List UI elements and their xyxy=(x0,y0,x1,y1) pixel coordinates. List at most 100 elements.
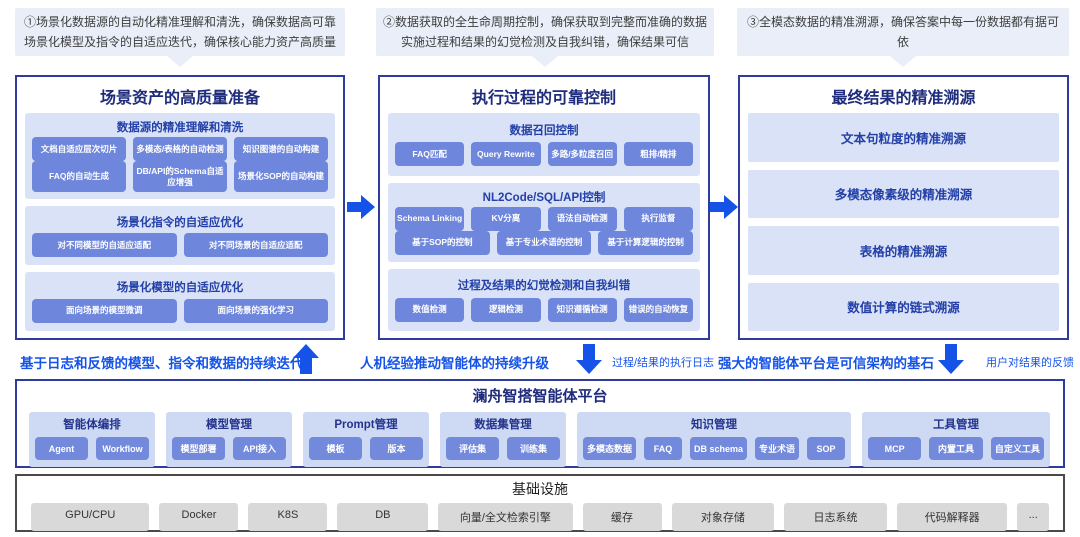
infra-chip: 日志系统 xyxy=(784,503,887,531)
capability-chip: 基于专业术语的控制 xyxy=(496,230,592,255)
infra-chip: 对象存储 xyxy=(671,503,775,531)
infra-chip: 缓存 xyxy=(582,503,662,531)
platform-chip: SOP xyxy=(807,437,845,460)
infra-chip: ... xyxy=(1017,503,1050,531)
platform-chip: 内置工具 xyxy=(929,437,983,460)
chevron-down-icon xyxy=(890,56,916,67)
column-title: 最终结果的精准溯源 xyxy=(831,90,976,107)
section-title: 过程及结果的幻觉检测和自我纠错 xyxy=(457,280,631,292)
section-title: 数据源的精准理解和清洗 xyxy=(116,122,244,134)
capability-chip: 错误的自动恢复 xyxy=(623,297,693,322)
capability-chip: 逻辑检测 xyxy=(471,297,541,322)
infra-chip: 代码解释器 xyxy=(896,503,1008,531)
annotation-1-line1: ①场景化数据源的自动化精准理解和清洗，确保数据高可靠 xyxy=(23,14,336,29)
capability-chip: 语法自动检测 xyxy=(547,206,617,231)
platform-chip: 模型部署 xyxy=(172,437,225,460)
platform-chip: FAQ xyxy=(644,437,682,460)
capability-chip: 执行监督 xyxy=(623,206,693,231)
platform-chip: 版本 xyxy=(370,437,423,460)
trace-item: 多模态像素级的精准溯源 xyxy=(748,169,1059,218)
platform-title: 澜舟智搭智能体平台 xyxy=(472,388,608,405)
capability-chip: 对不同模型的自适应适配 xyxy=(32,232,177,257)
group-title: 工具管理 xyxy=(933,419,979,431)
platform-chip: 评估集 xyxy=(446,437,499,460)
column-scene-assets: 场景资产的高质量准备 数据源的精准理解和清洗 文档自适应层次切片 多模态/表格的… xyxy=(15,75,345,340)
annotation-2-line2: 实施过程和结果的幻觉检测及自我纠错，确保结果可信 xyxy=(400,35,689,49)
section-title: 数据召回控制 xyxy=(509,124,579,137)
group-agent-orchestration: 智能体编排 Agent Workflow xyxy=(29,412,155,467)
arrow-down-icon xyxy=(576,344,602,374)
group-model-management: 模型管理 模型部署 API接入 xyxy=(166,412,292,467)
arrow-up-icon xyxy=(293,344,319,374)
section-recall-control: 数据召回控制 FAQ匹配 Query Rewrite 多路/多粒度召回 粗排/精… xyxy=(388,113,700,176)
infra-chip: K8S xyxy=(248,503,328,531)
section-hallucination-check: 过程及结果的幻觉检测和自我纠错 数值检测 逻辑检测 知识遵循检测 错误的自动恢复 xyxy=(388,268,700,331)
column-title: 场景资产的高质量准备 xyxy=(99,90,260,107)
section-model-optimization: 场景化模型的自适应优化 面向场景的模型微调 面向场景的强化学习 xyxy=(25,272,335,331)
capability-chip: DB/API的Schema自适应增强 xyxy=(133,161,227,193)
platform-chip: API接入 xyxy=(233,437,286,460)
annotation-2-line1: ②数据获取的全生命周期控制，确保获取到完整而准确的数据 xyxy=(382,14,707,29)
group-tool-management: 工具管理 MCP 内置工具 自定义工具 xyxy=(862,412,1050,467)
execution-log-label: 过程/结果的执行日志 xyxy=(612,357,715,369)
capability-chip: 面向场景的模型微调 xyxy=(32,298,177,323)
capability-chip: 知识遵循检测 xyxy=(547,297,617,322)
capability-chip: FAQ的自动生成 xyxy=(32,161,126,193)
feedback-left-text: 基于日志和反馈的模型、指令和数据的持续迭代 xyxy=(20,356,304,371)
platform-chip: 模板 xyxy=(309,437,362,460)
chevron-down-icon xyxy=(532,56,558,67)
column-execution-control: 执行过程的可靠控制 数据召回控制 FAQ匹配 Query Rewrite 多路/… xyxy=(378,75,710,340)
section-title: 场景化指令的自适应优化 xyxy=(116,216,244,229)
platform-chip: 专业术语 xyxy=(755,437,800,460)
annotation-3: ③全模态数据的精准溯源，确保答案中每一份数据都有据可依 xyxy=(737,8,1069,56)
capability-chip: 基于计算逻辑的控制 xyxy=(598,230,694,255)
section-title: 场景化模型的自适应优化 xyxy=(116,282,244,295)
group-title: 数据集管理 xyxy=(474,419,532,431)
capability-chip: 文档自适应层次切片 xyxy=(32,137,126,161)
infra-chip: 向量/全文检索引擎 xyxy=(438,503,573,531)
annotation-1-line2: 场景化模型及指令的自适应迭代，确保核心能力资产高质量 xyxy=(23,35,336,49)
capability-chip: 对不同场景的自适应适配 xyxy=(183,232,328,257)
trace-item: 数值计算的链式溯源 xyxy=(748,282,1059,331)
platform-chip: Workflow xyxy=(96,437,149,460)
platform-chip: 多模态数据 xyxy=(583,437,637,460)
group-dataset-management: 数据集管理 评估集 训练集 xyxy=(440,412,566,467)
capability-chip: 面向场景的强化学习 xyxy=(183,298,328,323)
platform-chip: Agent xyxy=(35,437,88,460)
column-result-tracing: 最终结果的精准溯源 文本句粒度的精准溯源 多模态像素级的精准溯源 表格的精准溯源… xyxy=(738,75,1069,340)
annotation-3-line1: ③全模态数据的精准溯源，确保答案中每一份数据都有据可依 xyxy=(746,14,1059,49)
capability-chip: 粗排/精排 xyxy=(623,142,693,166)
section-nl2code-control: NL2Code/SQL/API控制 Schema Linking KV分离 语法… xyxy=(388,182,700,262)
arrow-right-icon xyxy=(347,195,375,219)
infra-chip: Docker xyxy=(159,503,239,531)
capability-chip: Schema Linking xyxy=(395,206,465,231)
user-feedback-label: 用户对结果的反馈 xyxy=(986,357,1074,369)
feedback-right-text: 强大的智能体平台是可信架构的基石 xyxy=(718,356,934,371)
chevron-down-icon xyxy=(167,56,193,67)
annotation-2: ②数据获取的全生命周期控制，确保获取到完整而准确的数据 实施过程和结果的幻觉检测… xyxy=(376,8,714,56)
capability-chip: Query Rewrite xyxy=(471,142,541,166)
group-title: 模型管理 xyxy=(206,419,252,431)
annotation-1: ①场景化数据源的自动化精准理解和清洗，确保数据高可靠 场景化模型及指令的自适应迭… xyxy=(15,8,345,56)
column-title: 执行过程的可靠控制 xyxy=(471,90,616,107)
capability-chip: 基于SOP的控制 xyxy=(395,230,490,255)
capability-chip: 多模态/表格的自动检测 xyxy=(133,137,227,161)
platform-chip: 训练集 xyxy=(507,437,560,460)
group-title: 智能体编排 xyxy=(63,419,121,431)
group-title: Prompt管理 xyxy=(334,419,398,431)
platform-chip: MCP xyxy=(868,437,922,460)
section-title: NL2Code/SQL/API控制 xyxy=(482,191,606,204)
platform-chip: DB schema xyxy=(689,437,748,460)
capability-chip: FAQ匹配 xyxy=(395,142,465,166)
feedback-center-text: 人机经验推动智能体的持续升级 xyxy=(360,356,549,371)
trace-item: 表格的精准溯源 xyxy=(748,226,1059,275)
arrow-right-icon xyxy=(710,195,738,219)
infrastructure-title: 基础设施 xyxy=(512,481,568,497)
platform-chip: 自定义工具 xyxy=(990,437,1044,460)
section-data-cleaning: 数据源的精准理解和清洗 文档自适应层次切片 多模态/表格的自动检测 知识图谱的自… xyxy=(25,113,335,200)
group-prompt-management: Prompt管理 模板 版本 xyxy=(303,412,429,467)
capability-chip: 多路/多粒度召回 xyxy=(547,142,617,166)
infra-chip: DB xyxy=(337,503,429,531)
infrastructure-panel: 基础设施 GPU/CPU Docker K8S DB 向量/全文检索引擎 缓存 … xyxy=(15,474,1065,532)
